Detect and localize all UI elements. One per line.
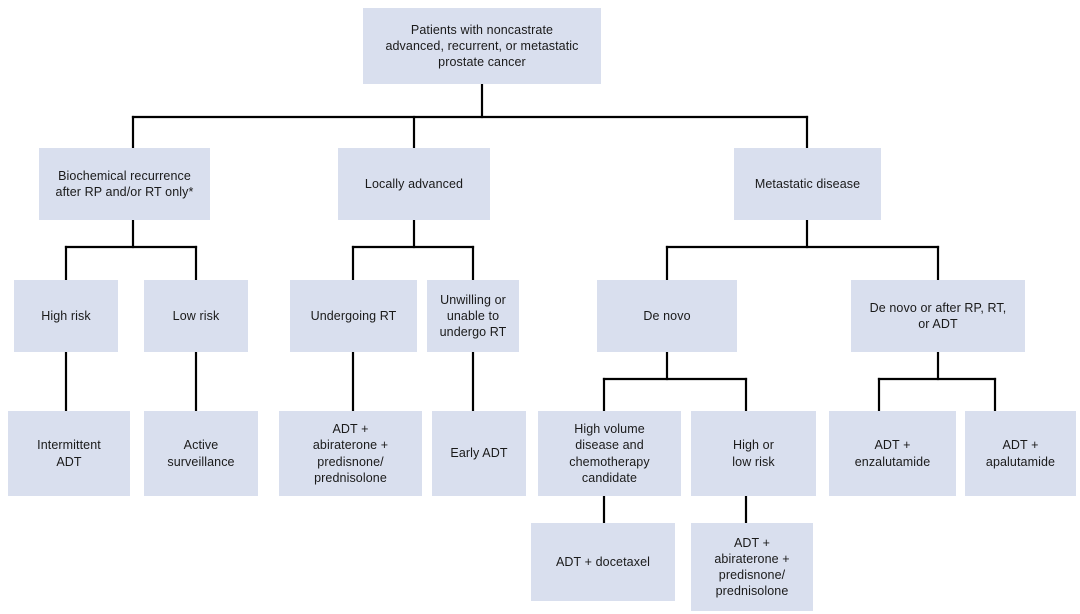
node-metastatic-disease[interactable]: Metastatic disease [734,148,881,220]
node-adt-docetaxel[interactable]: ADT + docetaxel [531,523,675,601]
node-adt-abiraterone-prednisolone-2[interactable]: ADT + abiraterone + predisnone/ predniso… [691,523,813,611]
node-high-volume-chemotherapy-candidate[interactable]: High volume disease and chemotherapy can… [538,411,681,496]
node-locally-advanced[interactable]: Locally advanced [338,148,490,220]
node-high-risk[interactable]: High risk [14,280,118,352]
node-root[interactable]: Patients with noncastrate advanced, recu… [363,8,601,84]
node-adt-abiraterone-prednisolone-1[interactable]: ADT + abiraterone + predisnone/ predniso… [279,411,422,496]
node-adt-apalutamide[interactable]: ADT + apalutamide [965,411,1076,496]
node-de-novo[interactable]: De novo [597,280,737,352]
node-adt-enzalutamide[interactable]: ADT + enzalutamide [829,411,956,496]
node-intermittent-adt[interactable]: Intermittent ADT [8,411,130,496]
node-high-or-low-risk[interactable]: High or low risk [691,411,816,496]
node-de-novo-or-after[interactable]: De novo or after RP, RT, or ADT [851,280,1025,352]
node-early-adt[interactable]: Early ADT [432,411,526,496]
node-unwilling-unable-rt[interactable]: Unwilling or unable to undergo RT [427,280,519,352]
node-active-surveillance[interactable]: Active surveillance [144,411,258,496]
node-undergoing-rt[interactable]: Undergoing RT [290,280,417,352]
node-low-risk[interactable]: Low risk [144,280,248,352]
node-biochemical-recurrence[interactable]: Biochemical recurrence after RP and/or R… [39,148,210,220]
